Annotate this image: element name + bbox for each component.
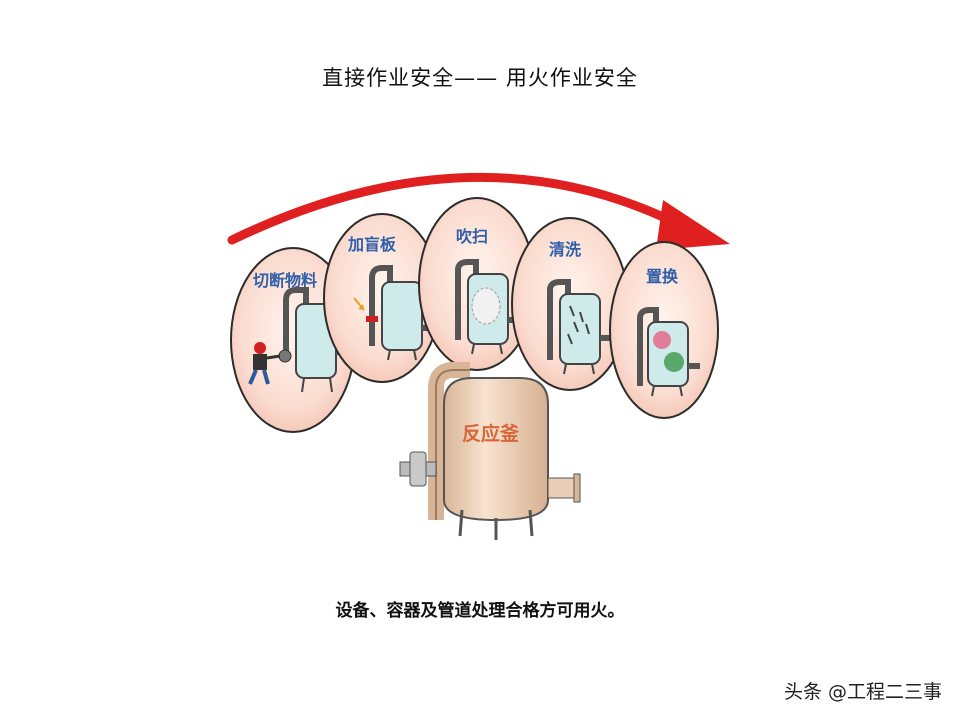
step-label: 加盲板 [347, 235, 397, 254]
step-bubble-replace: 置换 [609, 241, 719, 419]
step-bubble-purge: 吹扫 [418, 197, 536, 371]
caption: 设备、容器及管道处理合格方可用火。 [335, 601, 625, 621]
step-bubble-wash: 清洗 [511, 217, 629, 391]
step-bubble-add-blind-plate: 加盲板 [323, 213, 441, 383]
step-label: 置换 [646, 267, 679, 286]
reactor-vessel: 反应釜 [399, 362, 581, 540]
process-arrow [227, 172, 730, 250]
step-label: 切断物料 [253, 271, 317, 290]
reactor-label: 反应釜 [462, 422, 520, 445]
worker-icon [248, 342, 281, 385]
page-title: 直接作业安全—— 用火作业安全 [322, 66, 638, 90]
watermark: 头条 @工程二三事 [783, 681, 942, 703]
step-label: 清洗 [549, 240, 581, 259]
step-label: 吹扫 [456, 227, 488, 246]
